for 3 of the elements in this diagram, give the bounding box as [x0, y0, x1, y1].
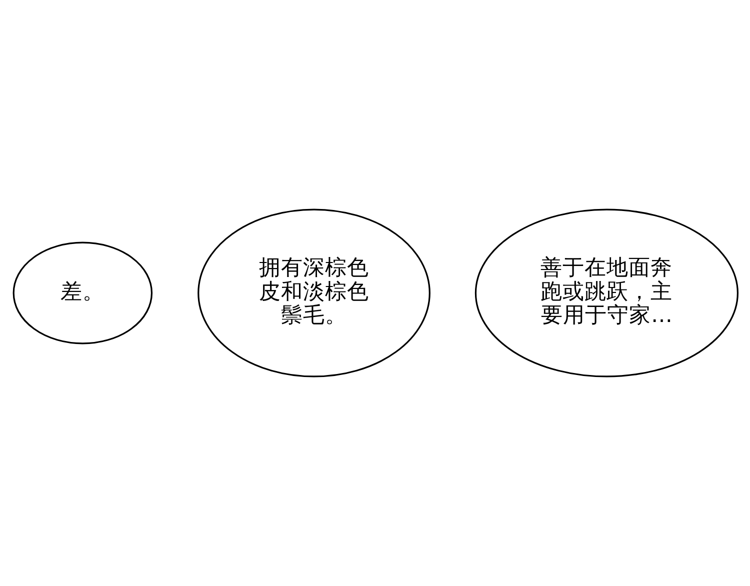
node-ellipse: 拥有深棕色皮和淡棕色鬃毛。 — [197, 208, 430, 378]
node-ellipse: 善于在地面奔跑或跳跃，主要用于守家… — [474, 208, 738, 378]
node-ellipse: 差。 — [12, 242, 152, 344]
